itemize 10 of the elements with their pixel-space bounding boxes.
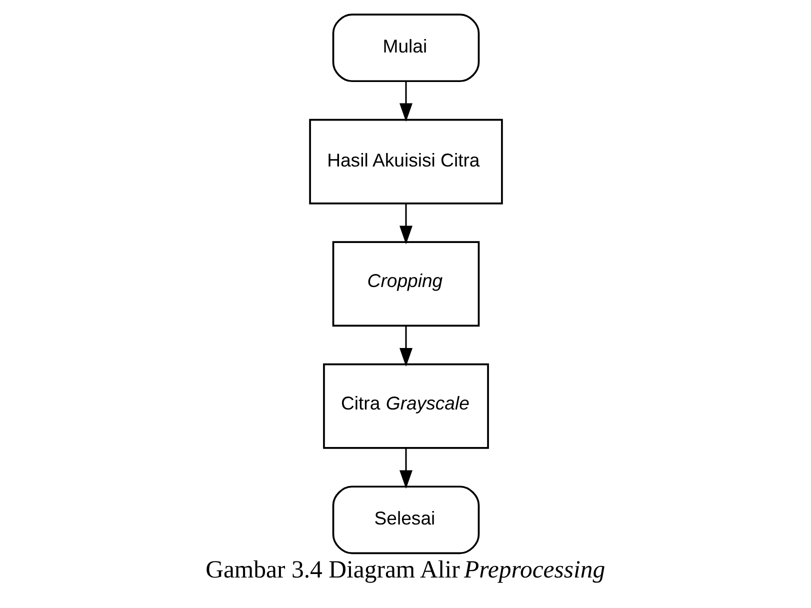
arrow xyxy=(399,204,412,244)
arrow xyxy=(399,81,412,122)
arrow xyxy=(399,448,412,489)
node-box: Citra Grayscale xyxy=(322,363,488,449)
node-box: Cropping xyxy=(332,241,480,327)
arrow xyxy=(399,326,412,367)
node-box: Mulai xyxy=(332,14,480,82)
node-box: Hasil Akuisisi Citra xyxy=(308,118,502,204)
caption: Gambar 3.4 Diagram Alir Preprocessing xyxy=(205,556,605,584)
node-box: Selesai xyxy=(332,486,480,554)
